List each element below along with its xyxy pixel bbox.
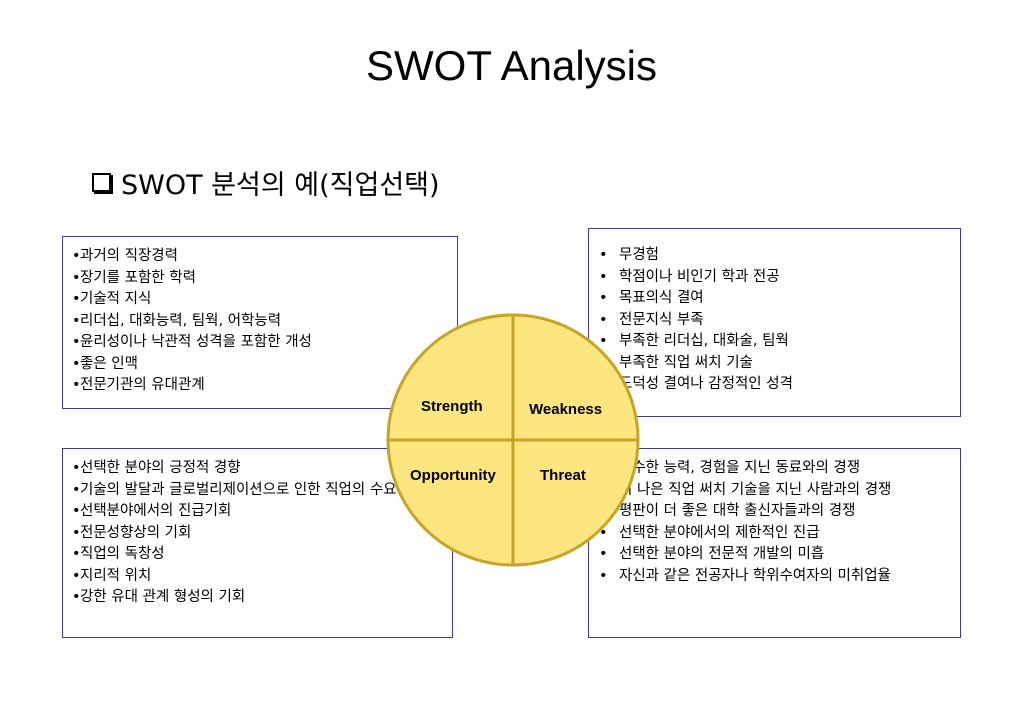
strength-item: 장기를 포함한 학력	[72, 268, 451, 290]
checkbox-bullet-icon	[92, 173, 111, 192]
weakness-item: 목표의식 결여	[597, 288, 954, 310]
opportunities-box: 선택한 분야의 긍정적 경향기술의 발달과 글로벌리제이션으로 인한 직업의 수…	[62, 448, 453, 638]
weakness-item: 부족한 리더십, 대화술, 팀웍	[597, 331, 954, 353]
threat-label: Threat	[540, 467, 586, 484]
threat-item: 선택한 분야의 전문적 개발의 미흡	[597, 544, 954, 566]
opportunities-list: 선택한 분야의 긍정적 경향기술의 발달과 글로벌리제이션으로 인한 직업의 수…	[72, 458, 446, 609]
threats-box: 우수한 능력, 경험을 지닌 동료와의 경쟁더 나은 직업 써치 기술을 지닌 …	[588, 448, 961, 638]
opportunity-item: 전문성향상의 기회	[72, 523, 446, 545]
threat-item: 자신과 같은 전공자나 학위수여자의 미취업율	[597, 566, 954, 588]
weakness-item: 학점이나 비인기 학과 전공	[597, 267, 954, 289]
strength-item: 좋은 인맥	[72, 354, 451, 376]
opportunity-item: 지리적 위치	[72, 566, 446, 588]
strengths-box: 과거의 직장경력장기를 포함한 학력기술적 지식리더십, 대화능력, 팀웍, 어…	[62, 236, 458, 409]
strength-item: 전문기관의 유대관계	[72, 375, 451, 397]
weaknesses-box: 무경험학점이나 비인기 학과 전공목표의식 결여전문지식 부족부족한 리더십, …	[588, 228, 961, 417]
opportunity-label: Opportunity	[410, 467, 496, 484]
weakness-item: 무경험	[597, 245, 954, 267]
threats-list: 우수한 능력, 경험을 지닌 동료와의 경쟁더 나은 직업 써치 기술을 지닌 …	[597, 458, 954, 587]
opportunity-item: 선택한 분야의 긍정적 경향	[72, 458, 446, 480]
opportunity-item: 기술의 발달과 글로벌리제이션으로 인한 직업의 수요 증가	[72, 480, 446, 502]
opportunity-item: 강한 유대 관계 형성의 기회	[72, 587, 446, 609]
strength-label: Strength	[421, 398, 483, 415]
strength-item: 과거의 직장경력	[72, 246, 451, 268]
page-title: SWOT Analysis	[366, 42, 657, 89]
opportunity-item: 직업의 독창성	[72, 544, 446, 566]
weakness-item: 전문지식 부족	[597, 310, 954, 332]
strength-item: 윤리성이나 낙관적 성격을 포함한 개성	[72, 332, 451, 354]
strengths-list: 과거의 직장경력장기를 포함한 학력기술적 지식리더십, 대화능력, 팀웍, 어…	[72, 246, 451, 397]
strength-item: 기술적 지식	[72, 289, 451, 311]
threat-item: 선택한 분야에서의 제한적인 진급	[597, 523, 954, 545]
opportunity-item: 선택분야에서의 진급기회	[72, 501, 446, 523]
weaknesses-list: 무경험학점이나 비인기 학과 전공목표의식 결여전문지식 부족부족한 리더십, …	[597, 245, 954, 396]
section-heading: SWOT 분석의 예(직업선택)	[92, 163, 440, 202]
section-heading-text: SWOT 분석의 예(직업선택)	[121, 170, 440, 201]
strength-item: 리더십, 대화능력, 팀웍, 어학능력	[72, 311, 451, 333]
weakness-label: Weakness	[529, 401, 603, 418]
